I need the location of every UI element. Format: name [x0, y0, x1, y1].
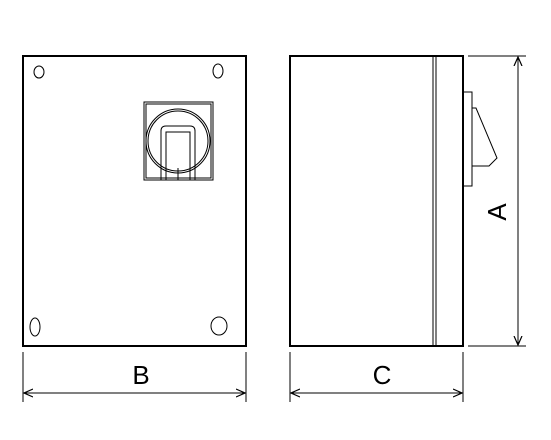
switch-handle-inner [165, 131, 191, 180]
rotary-switch [143, 101, 214, 181]
mounting-hole-bottom-right [210, 316, 228, 336]
dimension-label-c: C [373, 360, 392, 390]
switch-lever-side [472, 107, 498, 167]
side-panel [289, 55, 464, 347]
dimension-label-b: B [132, 360, 149, 390]
switch-base-side [462, 91, 473, 187]
mounting-hole-top-left [33, 65, 45, 79]
mounting-hole-top-right [212, 63, 224, 79]
side-view: A C [289, 55, 526, 402]
mounting-hole-bottom-left [29, 317, 41, 337]
switch-handle-side [462, 91, 498, 187]
front-view: B [22, 55, 247, 402]
front-panel [22, 55, 247, 347]
switch-handle [160, 125, 196, 180]
dimension-label-a: A [482, 203, 512, 221]
